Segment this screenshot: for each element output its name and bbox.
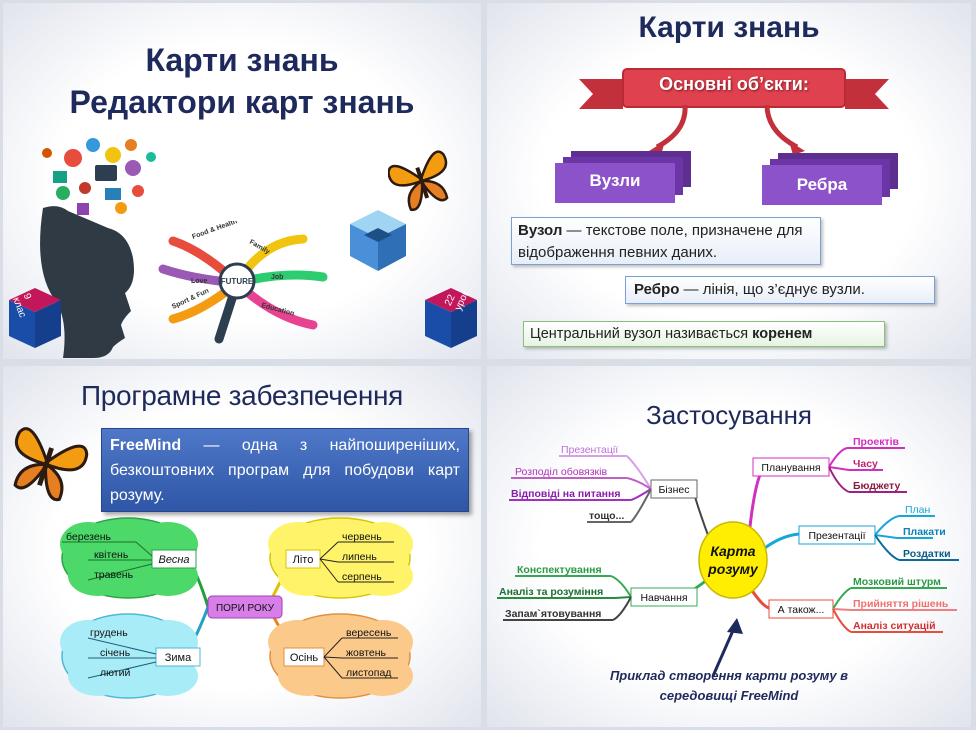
definition-root: Центральний вузол називається коренем [523,321,885,347]
mindmap-center: FUTURE [221,277,254,286]
definition-root-term: коренем [752,326,813,342]
slide1-title: Карти знань Редактори карт знань [3,39,481,123]
example-caption-line2: середовищі FreeMind [659,688,799,703]
butterfly-icon [13,427,89,502]
future-mindmap: FUTURE Food & Health Family Love Job Spo… [158,221,328,344]
spring-label: Весна [158,554,189,566]
head-silhouette [40,206,134,358]
business-item-3: Відповіді на питання [511,488,620,500]
winter-month-1: грудень [90,627,128,639]
slide1-title-line1: Карти знань [145,42,339,78]
spring-month-3: травень [94,569,134,581]
ribbon-banner [579,68,889,109]
business-item-2: Розподіл обовязків [515,466,607,478]
center-line1: Карта [710,543,755,559]
ribbon-label: Основні об’єкти: [659,74,809,94]
spring-month-2: квітень [94,549,129,561]
also-label: А також... [778,604,825,616]
slide-3[interactable]: Програмне забезпечення FreeMind — одна з… [3,366,481,727]
planning-item-2: Часу [853,458,878,470]
badge-lesson [425,288,477,348]
winter-month-3: лютий [100,667,130,679]
autumn-month-3: листопад [346,667,391,679]
winter-label: Зима [165,652,192,664]
card-right-label: Ребра [796,175,848,194]
presentations-item-2: Плакати [903,526,946,538]
card-left-label: Вузли [589,171,641,190]
learning-item-1: Конспектування [517,564,602,576]
summer-month-2: липень [342,551,377,563]
card-right-stack [762,153,898,205]
branch-food-health: Food & Health [191,221,238,241]
seasons-mindmap: Весна березень квітень травень Літо черв… [60,517,413,699]
planning-label: Планування [761,462,820,474]
freemind-info-name: FreeMind [110,437,182,454]
seasons-center: ПОРИ РОКУ [216,603,275,614]
card-left-stack [555,151,691,203]
learning-item-2: Аналіз та розуміння [499,586,603,598]
learning-item-3: Запам`ятовування [505,608,601,620]
also-item-1: Мозковий штурм [853,576,941,588]
definition-edge-term: Ребро [634,281,680,298]
freemind-info-text: — одна з найпоширеніших, безкоштовних пр… [110,437,460,504]
butterfly-icon [388,150,449,212]
definition-edge: Ребро — лінія, що з’єднує вузли. [625,276,935,304]
branch-job: Job [271,274,283,281]
planning-item-3: Бюджету [853,480,900,492]
slide2-title: Карти знань [638,11,820,44]
autumn-month-1: вересень [346,627,392,639]
slide1-title-line2: Редактори карт знань [69,84,415,120]
summer-month-3: серпень [342,571,382,583]
business-item-1: Презентації [561,444,618,456]
center-line2: розуму [707,561,759,577]
badge-grade [9,288,61,348]
summer-label: Літо [293,554,314,566]
slide-1[interactable]: Карти знань Редактори карт знань [3,3,481,359]
floating-icons [42,138,156,215]
cube-icon [350,210,406,271]
also-item-3: Аналіз ситуацій [853,620,936,632]
business-item-4: тощо... [589,510,624,522]
definition-node-term: Вузол [518,222,563,239]
business-label: Бізнес [659,484,690,496]
autumn-label: Осінь [290,652,319,664]
definition-node: Вузол — текстове поле, призначене для ві… [511,217,821,265]
slide-2[interactable]: Карти знань Основні об’єкти: Вузли Ребра… [487,3,971,359]
spring-month-1: березень [66,531,112,543]
definition-edge-text: — лінія, що з’єднує вузли. [679,281,865,298]
application-mindmap: Карта розуму Бізнес Презентації Розподіл… [497,436,959,677]
also-item-2: Прийняття рішень [853,598,949,610]
slide-4[interactable]: Застосування Карта розуму Бізнес Презент… [487,366,971,727]
cloud-summer [268,517,413,599]
presentations-item-3: Роздатки [903,548,951,560]
branch-love: Love [191,278,207,285]
learning-label: Навчання [640,592,687,604]
head-illustration [40,138,156,358]
definition-root-text: Центральний вузол називається [530,326,753,342]
autumn-month-2: жовтень [346,647,387,659]
definition-node-text: — текстове поле, призначене для відображ… [518,222,803,261]
example-caption-line1: Приклад створення карти розуму в [609,668,849,683]
presentations-label: Презентації [808,530,865,542]
example-caption: Приклад створення карти розуму в середов… [527,666,931,706]
winter-month-2: січень [100,647,131,659]
summer-month-1: червень [342,531,382,543]
slide3-title: Програмне забезпечення [80,380,404,411]
presentations-item-1: План [905,504,931,516]
planning-item-1: Проектів [853,436,900,448]
freemind-info-box: FreeMind — одна з найпоширеніших, безкош… [101,428,469,512]
slide4-title: Застосування [645,400,813,430]
